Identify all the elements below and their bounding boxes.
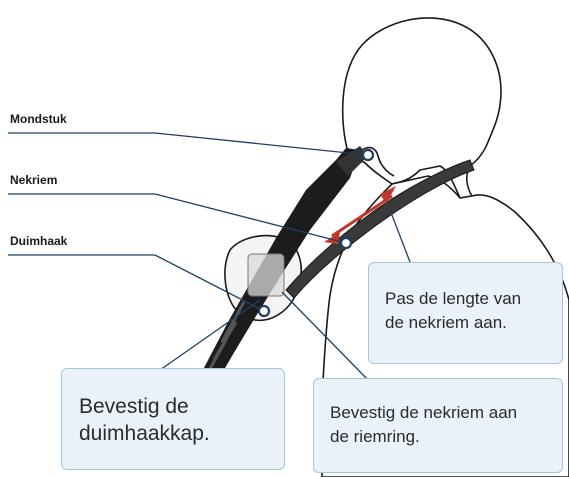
callout-strap-length: Pas de lengte van de nekriem aan. xyxy=(368,262,563,364)
callout-strap-length-line-1: Pas de lengte van xyxy=(385,289,522,308)
callout-strap-ring-line-2: de riemring. xyxy=(330,427,420,446)
thumb-hook-leader xyxy=(8,254,265,312)
callout-strap-length-line-2: de nekriem aan. xyxy=(385,313,507,332)
callout-strap-ring: Bevestig de nekriem aan de riemring. xyxy=(313,378,563,473)
neck-strap-marker xyxy=(339,236,353,250)
label-thumb-hook: Duimhaak xyxy=(10,234,68,248)
callout-strap-ring-line-1: Bevestig de nekriem aan xyxy=(330,403,518,422)
neck-strap-leader xyxy=(8,193,347,244)
face-profile xyxy=(361,146,395,177)
markers xyxy=(257,148,375,318)
label-mouthpiece: Mondstuk xyxy=(10,112,67,126)
leader-lines xyxy=(8,132,411,383)
head-hair xyxy=(341,17,502,199)
callout-thumb-cap: Bevestig de duimhaakkap. xyxy=(61,368,285,470)
mouthpiece-part xyxy=(336,146,368,176)
label-neck-strap: Nekriem xyxy=(10,173,58,187)
strap-band xyxy=(285,159,475,299)
callout-thumb-cap-line-2: duimhaakkap. xyxy=(79,422,210,445)
thumb-hook-marker xyxy=(257,304,271,318)
mouthpiece-marker xyxy=(361,148,375,162)
mouthpiece-leader xyxy=(8,132,369,156)
cap-callout-leader xyxy=(159,299,261,371)
strap-callout-leader xyxy=(389,209,411,263)
callout-thumb-cap-line-1: Bevestig de xyxy=(79,395,189,418)
thumb-hook-cap xyxy=(247,253,285,297)
ring-callout-leader xyxy=(281,291,371,383)
neck-strap xyxy=(247,159,475,299)
